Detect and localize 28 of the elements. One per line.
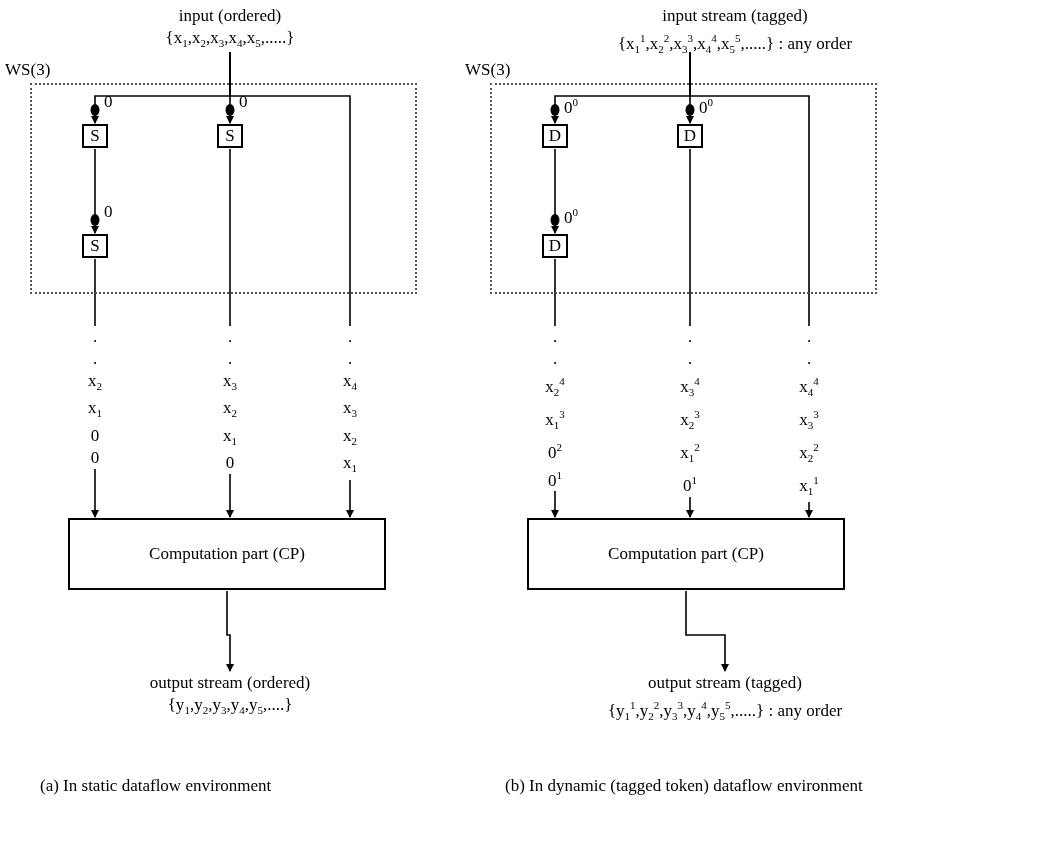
stream-set: {y$_{1}$,y$_{2}$,y$_{3}$,y$_{4}$,y$_{5}$,....} (166, 694, 294, 719)
arrow (551, 148, 559, 234)
edge-label: 0 (239, 91, 248, 113)
group-label: WS(3) (5, 60, 51, 80)
stream-label: output stream (ordered) (148, 672, 312, 694)
edge-label: 0 (104, 91, 113, 113)
stream-label: input stream (tagged) (661, 5, 809, 27)
operator-box: S (217, 124, 243, 148)
stream-label: output stream (tagged) (647, 672, 803, 694)
edge-label: 0$^{0}$ (564, 205, 578, 229)
process-box: Computation part (CP) (68, 518, 386, 590)
operator-box: S (82, 234, 108, 258)
operator-box: D (542, 234, 568, 258)
operator-box: D (677, 124, 703, 148)
edge-label: 0 (104, 201, 113, 223)
stream-set: {x$_{1}$$^{1}$,x$_{2}$$^{2}$,x$_{3}$$^{3}$,x$_{4}$$^{4}$,x$_{5}$$^{5}$,.....} : any order (616, 31, 854, 58)
stream-set: {x$_{1}$,x$_{2}$,x$_{3}$,x$_{4}$,x$_{5}$,.....} (164, 27, 296, 52)
group-label: WS(3) (465, 60, 511, 80)
operator-box: D (542, 124, 568, 148)
arrow (685, 590, 729, 672)
arrow (91, 148, 99, 234)
stream-set: {y$_{1}$$^{1}$,y$_{2}$$^{2}$,y$_{3}$$^{3}$,y$_{4}$$^{4}$,y$_{5}$$^{5}$,.....} : any order (606, 698, 844, 725)
edge-label: 0$^{0}$ (564, 95, 578, 119)
process-box: Computation part (CP) (527, 518, 845, 590)
operator-box: S (82, 124, 108, 148)
edge-label: 0$^{0}$ (699, 95, 713, 119)
arrow (226, 590, 234, 672)
stream-label: input (ordered) (177, 5, 283, 27)
